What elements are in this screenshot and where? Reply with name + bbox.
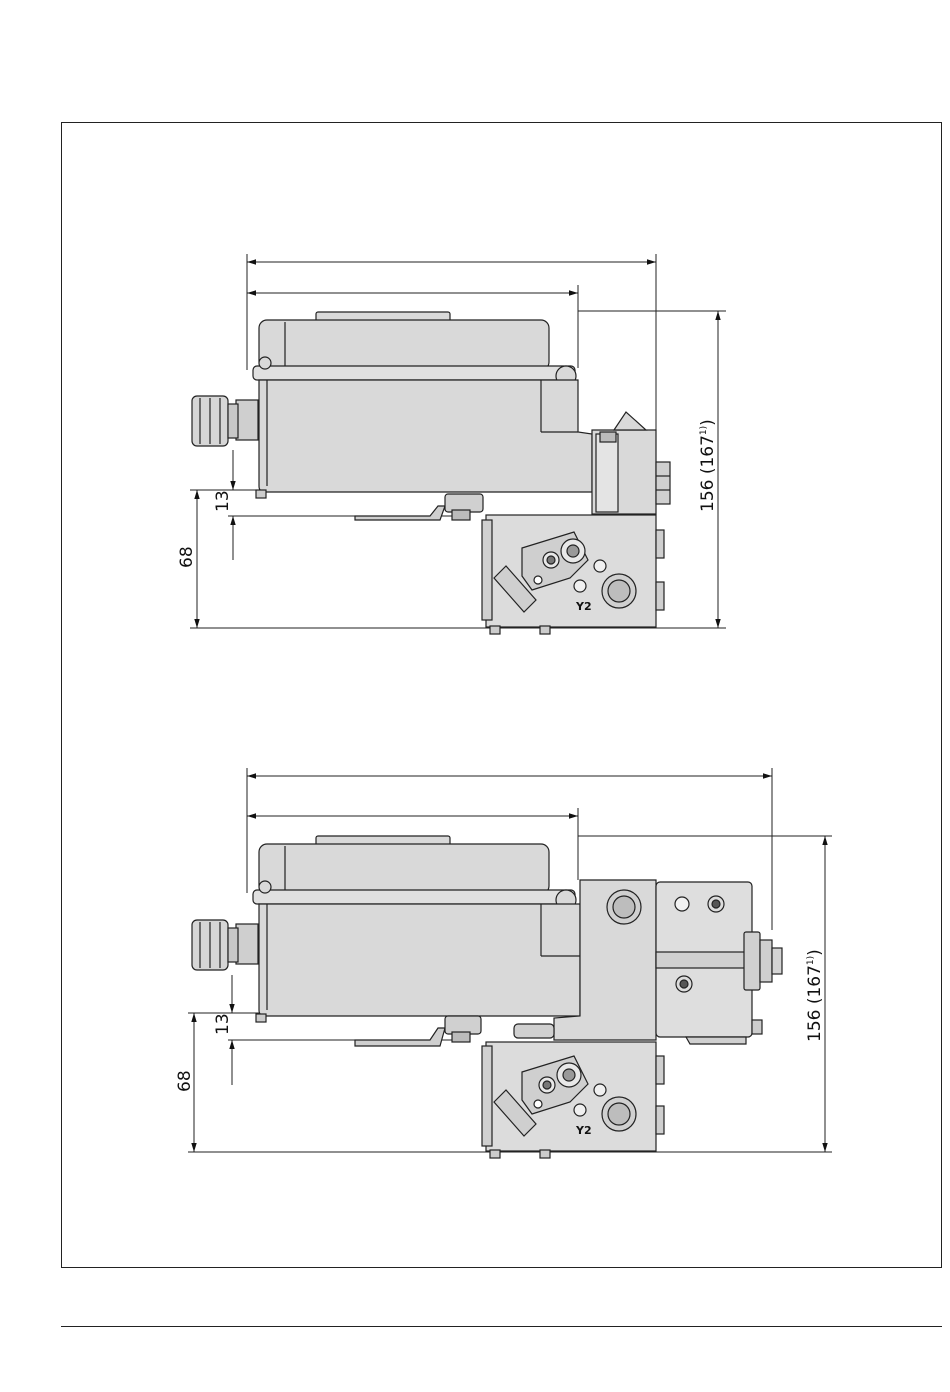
diagram-top: Y2 156 (1671)) 68 13 xyxy=(177,254,726,634)
dimension-13-bottom: 13 xyxy=(213,1013,233,1035)
height-dimension-top: 156 (1671)) xyxy=(698,419,718,512)
housing-bottom xyxy=(192,836,782,1158)
height-dimension-bottom: 156 (1671)) xyxy=(805,949,825,1042)
housing-top xyxy=(192,312,670,634)
dimension-68-top: 68 xyxy=(177,546,197,568)
dimension-13-top: 13 xyxy=(213,490,233,512)
dimension-68-bottom: 68 xyxy=(175,1070,195,1092)
valve-label-bottom: Y2 xyxy=(575,1124,592,1137)
valve-label-top: Y2 xyxy=(575,600,592,613)
diagram-bottom: Y2 156 (1671)) 68 13 xyxy=(175,768,832,1158)
